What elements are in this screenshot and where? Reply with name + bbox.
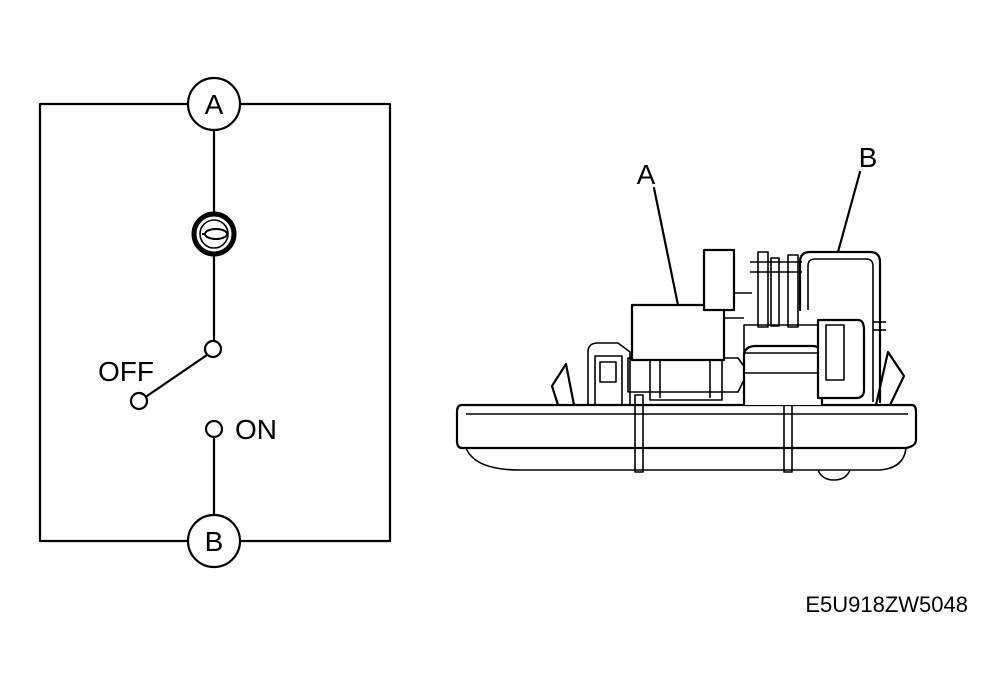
lamp-base-housing: [455, 403, 918, 481]
pin-left: [634, 394, 644, 473]
switch-housing: [742, 324, 824, 407]
switch-blade: [145, 353, 209, 398]
circuit-schematic: A OFF ON B: [38, 76, 392, 569]
socket-block-a: [630, 248, 752, 362]
figure-code: E5U918ZW5048: [805, 592, 968, 617]
left-clip: [550, 362, 576, 407]
bulb-icon: [191, 211, 237, 257]
switch-on-contact: [204, 419, 224, 439]
switch-symbol: [129, 339, 224, 439]
terminal-b: B: [186, 513, 242, 569]
upright-rods: [750, 251, 802, 328]
left-terminal-bracket: [587, 342, 631, 405]
terminal-b-label: B: [205, 526, 224, 557]
terminal-b-circle: [186, 513, 242, 569]
component-side-view: A B: [455, 142, 918, 481]
switch-off-contact: [129, 391, 149, 411]
switch-off-label: OFF: [98, 356, 154, 387]
terminal-a-label: A: [205, 89, 224, 120]
terminal-a: A: [186, 76, 242, 132]
callout-b-leader: [836, 170, 862, 254]
right-clip: [874, 350, 906, 407]
callout-a-label: A: [637, 159, 656, 190]
loop-right-wire: [238, 102, 392, 543]
loop-left-wire: [38, 102, 192, 543]
switch-on-label: ON: [235, 414, 277, 445]
callout-a-leader: [652, 186, 680, 307]
spring-cylinder: [816, 318, 866, 400]
b-wire-bracket: [798, 250, 886, 404]
switch-pivot-contact: [203, 339, 223, 359]
callout-b-label: B: [859, 142, 878, 173]
